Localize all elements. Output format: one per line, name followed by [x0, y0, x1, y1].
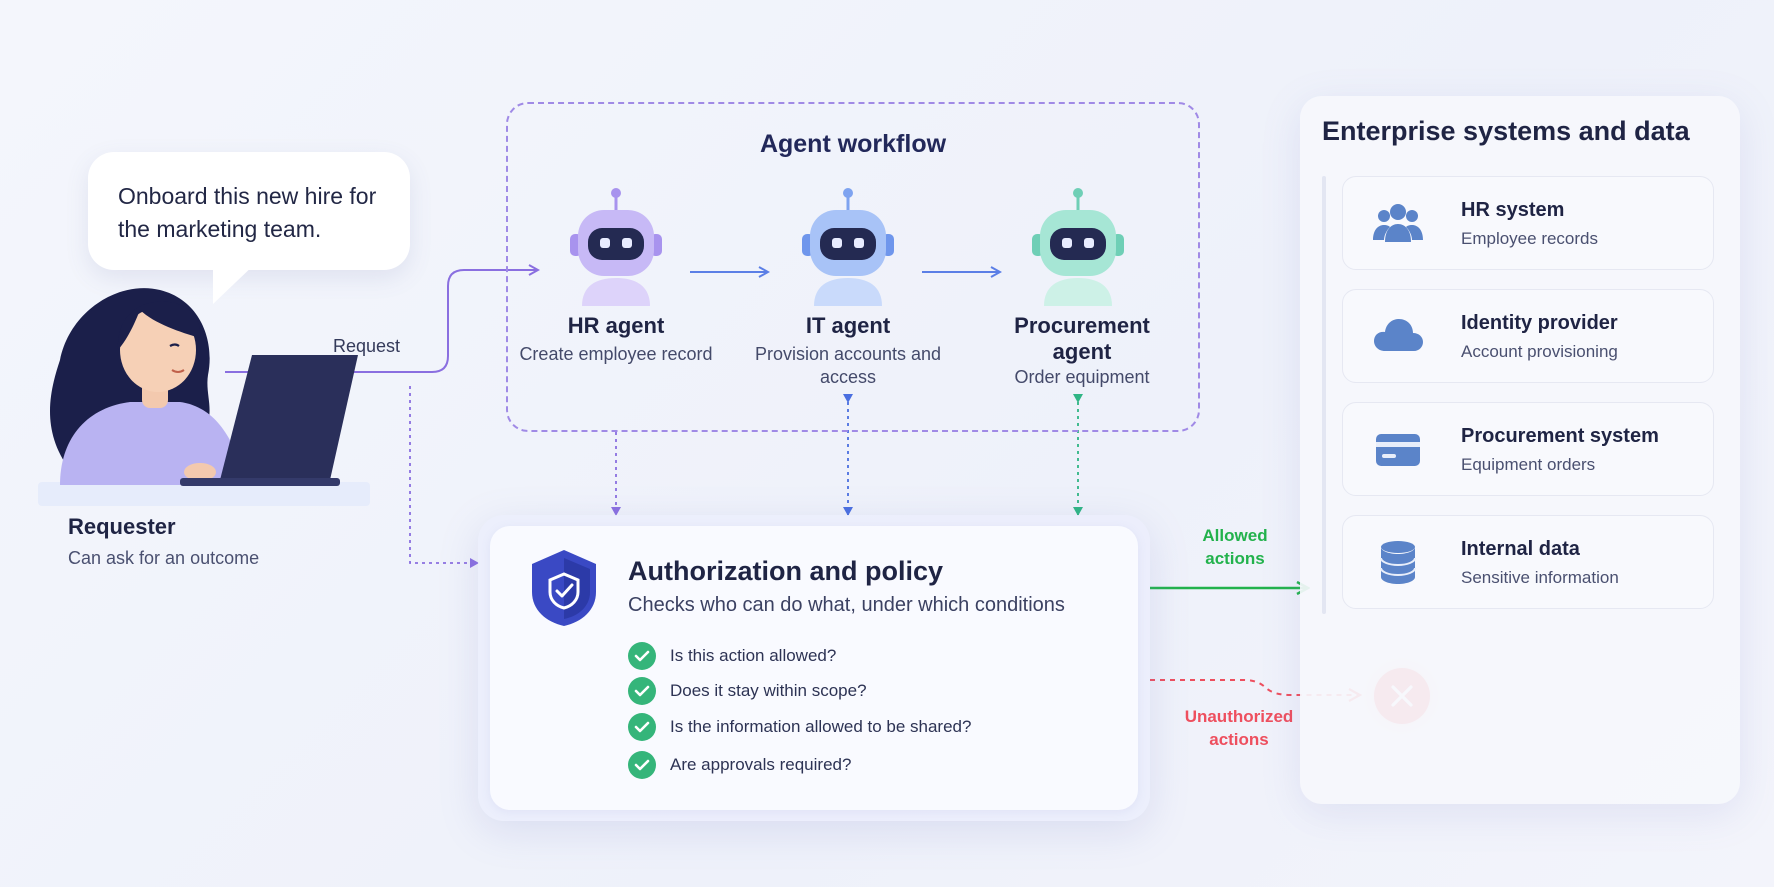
policy-check-text: Are approvals required? — [670, 755, 852, 774]
workflow-title: Agent workflow — [759, 130, 947, 158]
procurement-agent-name: Procurement agent — [1014, 313, 1150, 364]
bubble-tail — [213, 262, 257, 304]
check-icon — [628, 642, 656, 670]
system-card-internal-data: Internal data Sensitive information — [1342, 515, 1714, 609]
system-card-identity: Identity provider Account provisioning — [1342, 289, 1714, 383]
system-description: Account provisioning — [1461, 342, 1618, 361]
enterprise-rail — [1322, 176, 1326, 614]
database-icon — [1380, 541, 1416, 584]
system-name: Procurement system — [1461, 425, 1659, 447]
system-description: Equipment orders — [1461, 455, 1596, 474]
system-name: Identity provider — [1461, 312, 1618, 334]
check-icon — [628, 677, 656, 705]
request-arrow — [225, 270, 538, 373]
card-icon — [1376, 434, 1420, 466]
it-agent-name: IT agent — [805, 313, 891, 338]
system-description: Sensitive information — [1461, 568, 1619, 587]
agent-workflow-box — [506, 102, 1200, 432]
cloud-icon — [1374, 319, 1423, 351]
it-agent-description: Provision accounts and access — [754, 344, 942, 387]
speech-bubble: Onboard this new hire for the marketing … — [88, 152, 410, 270]
hr-agent-name: HR agent — [567, 313, 665, 338]
hr-agent-robot-icon — [570, 188, 662, 306]
policy-check-text: Is the information allowed to be shared? — [670, 717, 972, 736]
authorization-subtitle: Checks who can do what, under which cond… — [628, 594, 1065, 616]
system-description: Employee records — [1461, 229, 1599, 248]
requester-subtitle: Can ask for an outcome — [68, 548, 260, 568]
system-name: HR system — [1461, 199, 1565, 221]
unauthorized-actions-label: Unauthorized actions — [1184, 707, 1294, 749]
shield-icon — [532, 550, 596, 626]
request-to-policy-arrow — [409, 386, 479, 568]
it-agent-robot-icon — [802, 188, 894, 306]
hr-agent-description: Create employee record — [519, 344, 713, 364]
procurement-agent-description: Order equipment — [1014, 367, 1150, 387]
check-icon — [628, 751, 656, 779]
request-label: Request — [333, 336, 401, 356]
authorization-panel — [490, 526, 1138, 810]
bubble-text: Onboard this new hire for the marketing … — [118, 183, 377, 242]
requester-illustration — [38, 288, 370, 506]
system-card-hr: HR system Employee records — [1342, 176, 1714, 270]
check-icon — [628, 713, 656, 741]
policy-check-text: Is this action allowed? — [670, 646, 837, 665]
procurement-agent-robot-icon — [1032, 188, 1124, 306]
requester-title: Requester — [68, 514, 176, 539]
users-icon — [1373, 204, 1423, 242]
authorization-title: Authorization and policy — [628, 556, 943, 586]
system-card-procurement: Procurement system Equipment orders — [1342, 402, 1714, 496]
policy-check-text: Does it stay within scope? — [670, 681, 867, 700]
system-name: Internal data — [1461, 538, 1580, 560]
allowed-actions-label: Allowed actions — [1202, 526, 1268, 568]
enterprise-title: Enterprise systems and data — [1322, 116, 1690, 146]
